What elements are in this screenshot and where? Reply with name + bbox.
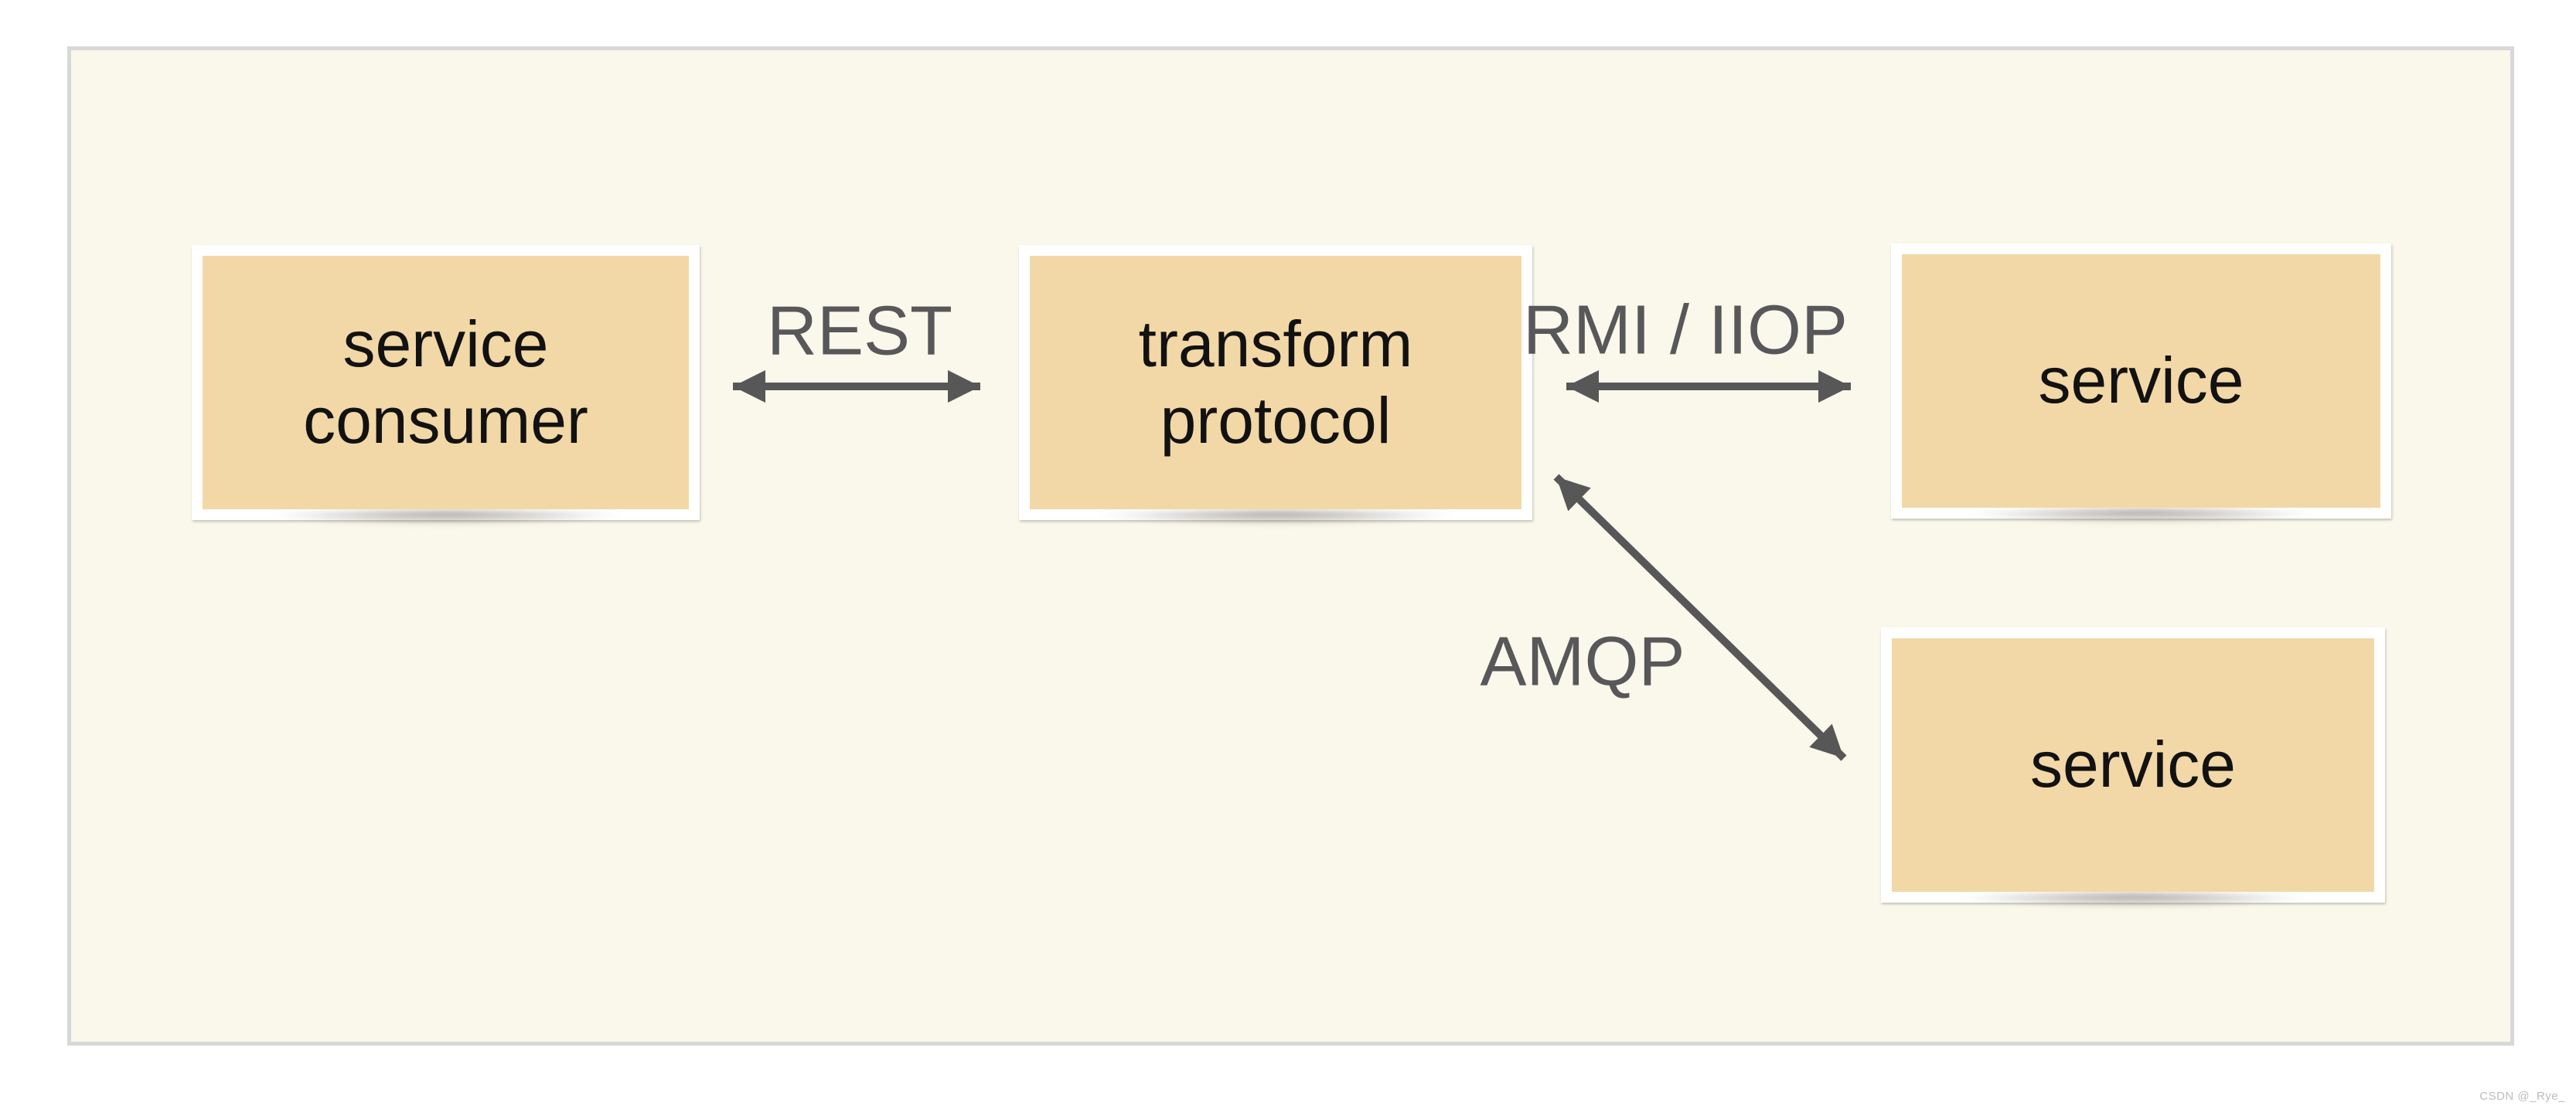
node-service-consumer-body: service consumer bbox=[203, 256, 689, 509]
node-label-line: protocol bbox=[1160, 384, 1392, 457]
amqp-arrow-label: AMQP bbox=[1480, 623, 1685, 701]
rmi-iiop-arrow-label: RMI / IIOP bbox=[1522, 291, 1849, 369]
node-label-line: consumer bbox=[303, 384, 588, 457]
node-label-line: transform bbox=[1138, 307, 1413, 380]
node-label-line: service bbox=[2038, 344, 2244, 417]
node-label-line: service bbox=[2029, 728, 2237, 801]
node-service-bottom: service bbox=[1881, 628, 2385, 903]
watermark: CSDN @_Rye_ bbox=[2479, 1090, 2565, 1103]
node-service-top-body: service bbox=[1902, 254, 2380, 508]
node-service-top: service bbox=[1891, 243, 2391, 519]
diagram-panel: service consumer transform protocol serv… bbox=[67, 46, 2514, 1046]
node-transform-protocol: transform protocol bbox=[1019, 245, 1532, 520]
node-service-consumer: service consumer bbox=[192, 245, 700, 520]
node-transform-protocol-body: transform protocol bbox=[1030, 256, 1521, 509]
node-service-bottom-body: service bbox=[1892, 638, 2374, 892]
node-label-line: service bbox=[342, 307, 549, 380]
amqp-arrow bbox=[1553, 474, 1847, 761]
rest-arrow-label: REST bbox=[766, 292, 953, 370]
